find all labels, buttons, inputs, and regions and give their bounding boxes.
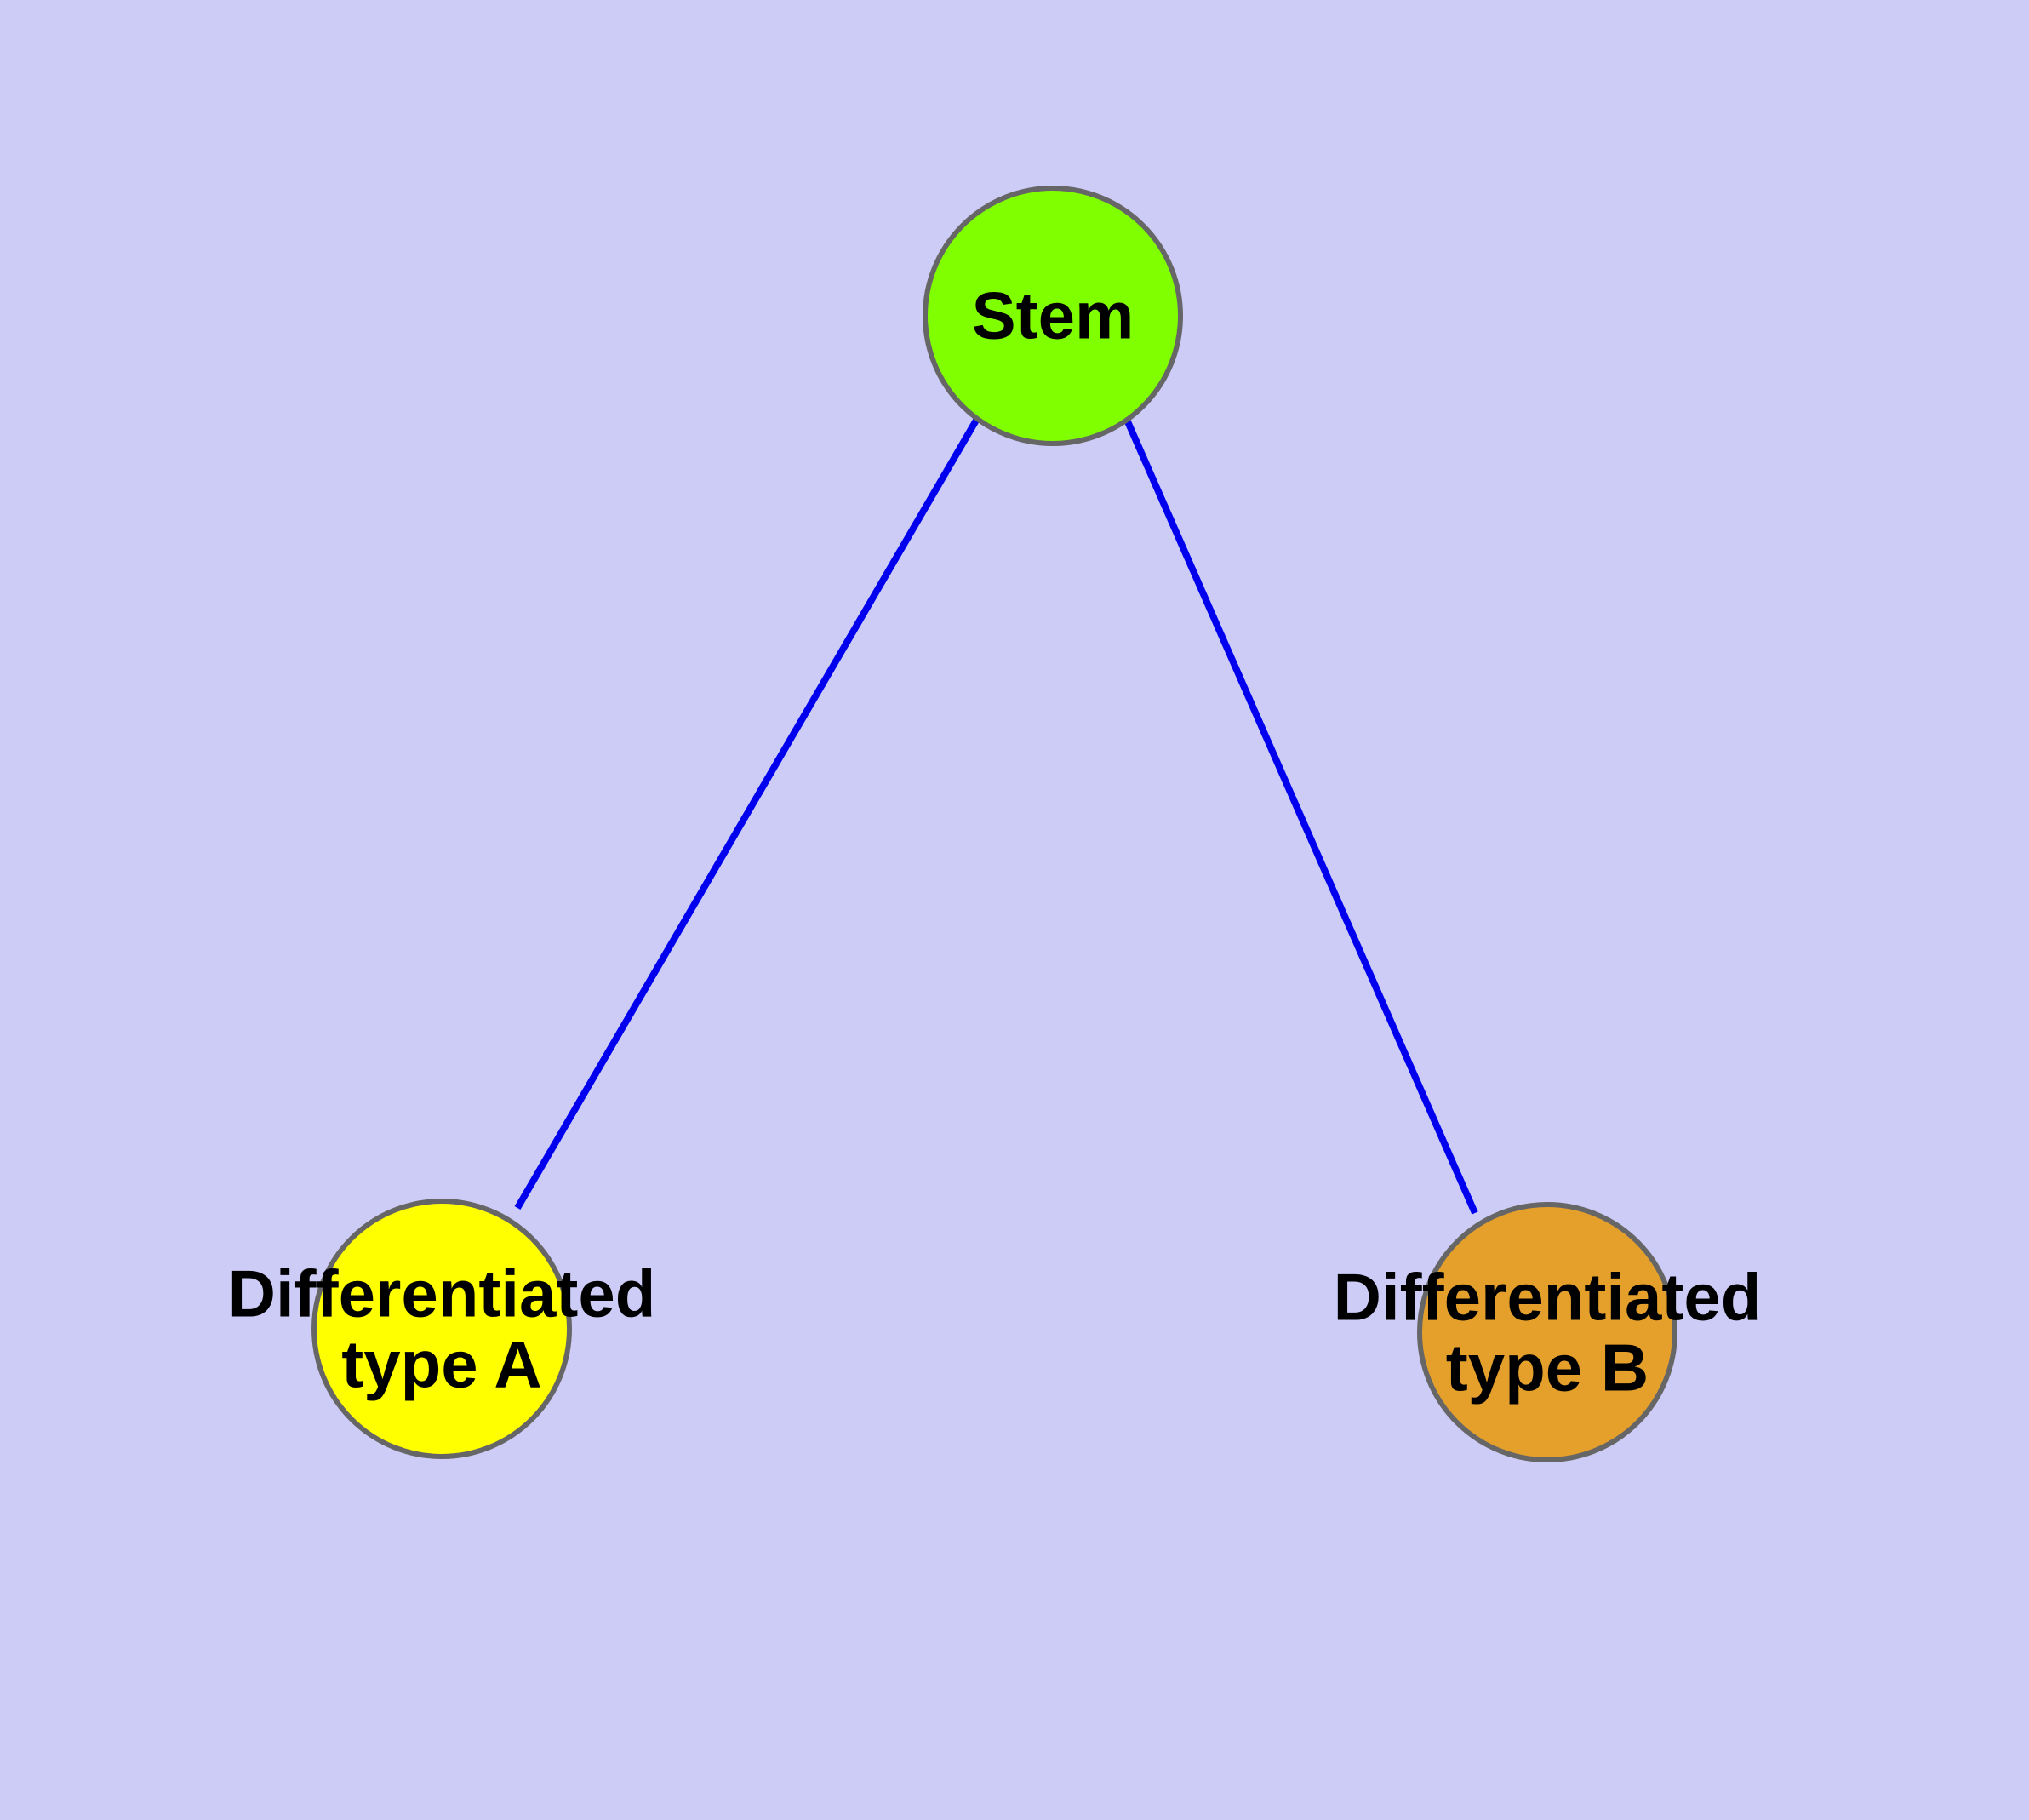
node-layer xyxy=(311,186,1677,1462)
edge-layer xyxy=(514,416,1478,1215)
graph-edge-stem-to-diff-b[interactable] xyxy=(1123,418,1478,1215)
graph-node-stem[interactable] xyxy=(923,186,1183,446)
graph-node-diff-b[interactable] xyxy=(1417,1202,1677,1462)
graph-node-diff-a[interactable] xyxy=(311,1199,572,1459)
graph-edge-stem-to-diff-a[interactable] xyxy=(514,416,980,1210)
